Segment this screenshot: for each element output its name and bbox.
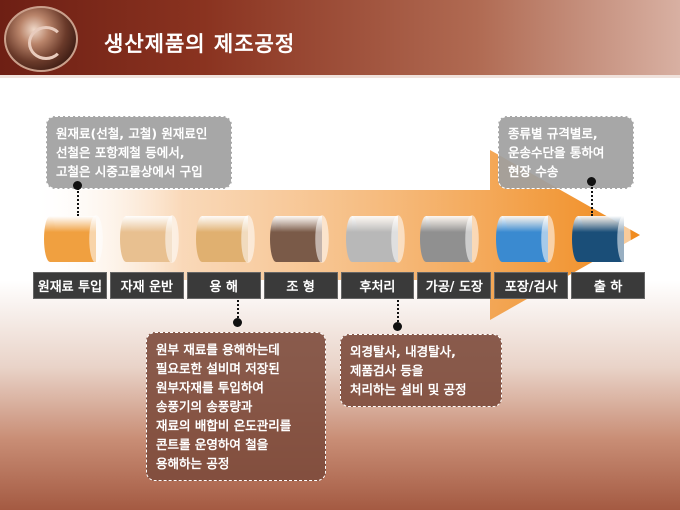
step-label-post: 후처리 (340, 272, 415, 299)
connector-dot (73, 181, 82, 190)
company-logo (4, 6, 78, 72)
note-line: 송풍기의 송풍량과 (156, 399, 253, 414)
note-line: 재료의 배합비 온도관리를 (156, 418, 292, 433)
note-line: 필요로한 설비며 저장된 (156, 361, 280, 376)
process-cylinder (120, 214, 182, 264)
note-line: 고철은 시중고물상에서 구입 (56, 164, 203, 179)
note-post-processing: 외경탈사, 내경탈사, 제품검사 등을 처리하는 설비 및 공정 (340, 334, 502, 407)
note-line: 선철은 포항제철 등에서, (56, 145, 185, 160)
connector-dot (393, 322, 402, 331)
note-line: 현장 수송 (508, 164, 559, 179)
title-bar: 생산제품의 제조공정 (0, 0, 680, 78)
process-cylinder (44, 214, 106, 264)
process-cylinder (196, 214, 258, 264)
step-label-processing: 가공/ 도장 (417, 272, 492, 299)
connector-line (77, 188, 79, 216)
connector-line (591, 184, 593, 216)
step-label-melting: 용 해 (186, 272, 261, 299)
process-cylinder (420, 214, 482, 264)
step-label-raw-input: 원재료 투입 (33, 272, 107, 299)
note-raw-material: 원재료(선철, 고철) 원재료인 선철은 포항제철 등에서, 고철은 시중고물상… (46, 116, 232, 189)
note-line: 원부 재료를 용해하는데 (156, 342, 280, 357)
note-line: 용해하는 공정 (156, 456, 230, 471)
note-melting: 원부 재료를 용해하는데 필요로한 설비며 저장된 원부자재를 투입하여 송풍기… (146, 332, 326, 481)
connector-line (397, 300, 399, 322)
process-cylinder (572, 214, 634, 264)
connector-dot (587, 177, 596, 186)
step-label-shipping: 출 하 (571, 272, 645, 299)
note-line: 처리하는 설비 및 공정 (350, 382, 467, 397)
process-cylinder (346, 214, 408, 264)
note-line: 제품검사 등을 (350, 363, 424, 378)
note-line: 원부자재를 투입하여 (156, 380, 264, 395)
step-label-molding: 조 형 (263, 272, 338, 299)
note-line: 외경탈사, 내경탈사, (350, 344, 456, 359)
connector-dot (233, 318, 242, 327)
step-labels: 원재료 투입 자재 운반 용 해 조 형 후처리 가공/ 도장 포장/검사 출 … (33, 272, 645, 299)
step-label-packing: 포장/검사 (494, 272, 569, 299)
note-line: 운송수단을 통하여 (508, 145, 605, 160)
note-line: 콘트롤 운영하여 철을 (156, 437, 269, 452)
page-title: 생산제품의 제조공정 (104, 32, 296, 56)
note-line: 원재료(선철, 고철) 원재료인 (56, 126, 208, 141)
process-cylinder (496, 214, 558, 264)
note-shipping: 종류별 규격별로, 운송수단을 통하여 현장 수송 (498, 116, 634, 189)
connector-line (237, 300, 239, 322)
note-line: 종류별 규격별로, (508, 126, 598, 141)
process-cylinder (270, 214, 332, 264)
step-label-transport: 자재 운반 (109, 272, 184, 299)
